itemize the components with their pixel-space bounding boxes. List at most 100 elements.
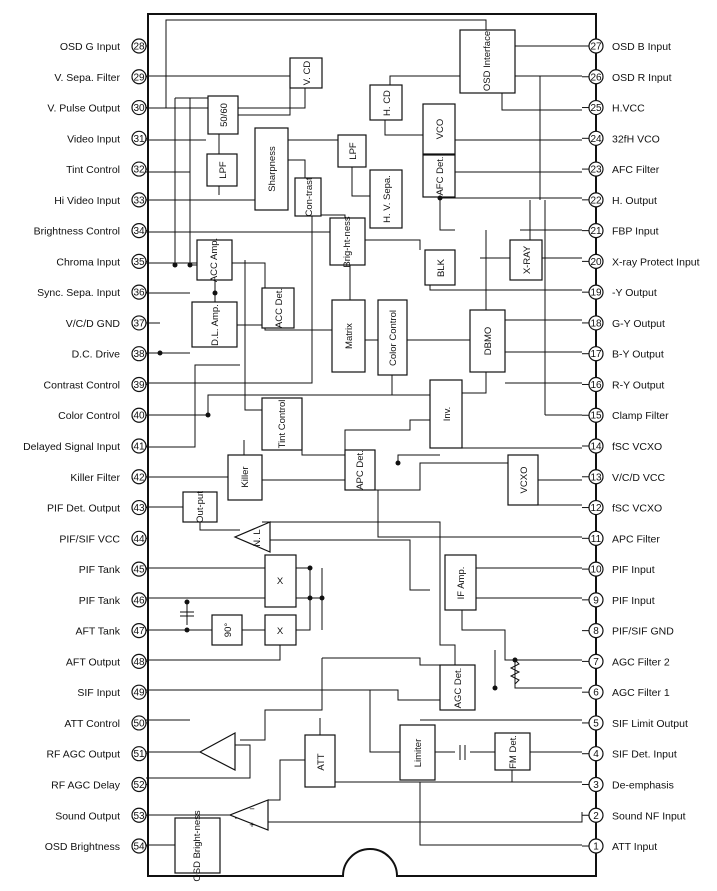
tint-control-label: Tint Control	[277, 400, 288, 449]
pin-circle	[588, 407, 604, 423]
pin-number: 43	[133, 503, 145, 514]
pin-label: ATT Control	[64, 718, 120, 730]
contrast-label: Con-trast	[304, 177, 315, 216]
if-amp-block: IF Amp.	[444, 554, 477, 611]
div-50-60-block: 50/60	[207, 95, 239, 135]
pin-circle	[588, 438, 604, 454]
osd-interface-block: OSD Interface	[459, 29, 516, 94]
pin-27: 27 OSD B Input	[582, 38, 671, 54]
limiter-label: Limiter	[413, 739, 424, 768]
pin-number: 24	[590, 134, 602, 145]
color-control-label: Color Control	[388, 310, 399, 366]
pin-label: SIF Limit Output	[612, 718, 688, 730]
pin-number: 27	[590, 42, 602, 53]
pin-30: 30V. Pulse Output	[47, 99, 148, 116]
pin-label: Sync. Sepa. Input	[37, 287, 120, 299]
att-block: ATT	[304, 734, 336, 788]
pin-number: 41	[133, 442, 145, 453]
pin-circle	[131, 161, 147, 177]
pin-number: 21	[590, 226, 602, 237]
pin-label: Killer Filter	[70, 472, 120, 484]
pin-label: AFT Tank	[75, 626, 120, 638]
pin-circle	[588, 346, 604, 362]
pin-label: PIF Tank	[79, 564, 121, 576]
pin-label: ATT Input	[612, 841, 657, 853]
pin-circle	[588, 561, 604, 577]
pin-number: 23	[590, 165, 602, 176]
pin-number: 34	[133, 226, 145, 237]
pin-number: 33	[133, 195, 145, 206]
plus-sign: +	[249, 820, 255, 831]
pin-number: 42	[133, 472, 145, 483]
pin-number: 22	[590, 195, 602, 206]
osd-interface-label: OSD Interface	[482, 31, 493, 91]
multiplier-2-block: X	[264, 614, 297, 646]
minus-sign: −	[249, 804, 255, 815]
pin-38: 38D.C. Drive	[72, 346, 148, 362]
pin-circle	[131, 592, 147, 608]
pin-number: 1	[593, 842, 599, 853]
pin-circle	[588, 530, 604, 546]
acc-det-label: ACC Det.	[274, 288, 285, 328]
matrix-block: Matrix	[331, 299, 366, 373]
h-cd-block: H. CD	[369, 84, 403, 121]
pin-circle	[131, 223, 147, 239]
pin-label: AGC Filter 1	[612, 687, 670, 699]
pin-circle	[131, 438, 147, 454]
pin-circle	[588, 376, 604, 393]
nl-label: N. L	[252, 529, 263, 546]
pin-circle	[131, 653, 147, 670]
pin-circle	[588, 776, 604, 793]
brightness-label: Brig-ht-ness	[342, 216, 353, 267]
pin-label: RF AGC Delay	[51, 779, 121, 791]
pin-circle	[588, 223, 604, 239]
pin-number: 30	[133, 103, 145, 114]
pin-number: 16	[590, 380, 602, 391]
pin-number: 45	[133, 565, 145, 576]
pin-number: 32	[133, 165, 145, 176]
pin-circle	[588, 623, 604, 639]
dl-amp-block: D.L. Amp.	[191, 301, 238, 348]
apc-det-label: APC Det.	[355, 450, 366, 490]
pin-label: Delayed Signal Input	[23, 441, 120, 453]
pin-circle	[131, 376, 147, 393]
pin-circle	[131, 838, 147, 854]
pin-number: 13	[590, 472, 602, 483]
matrix-label: Matrix	[344, 323, 355, 349]
pin-label: PIF/SIF VCC	[59, 533, 120, 545]
pin-label: RF AGC Output	[46, 749, 120, 761]
pin-number: 47	[133, 626, 145, 637]
pin-circle	[588, 161, 604, 177]
pin-label: De-emphasis	[612, 779, 674, 791]
pin-number: 26	[590, 72, 602, 83]
pin-number: 54	[133, 842, 145, 853]
pin-label: OSD G Input	[60, 41, 120, 53]
dbmo-label: DBMO	[483, 327, 494, 356]
sharpness-label: Sharpness	[267, 146, 278, 192]
pin-circle	[588, 253, 604, 269]
fm-det-label: FM Det.	[508, 735, 519, 769]
pin-label: OSD B Input	[612, 41, 671, 53]
hv-sepa-block: H. V. Sepa.	[369, 169, 403, 229]
att-label: ATT	[316, 753, 327, 770]
dbmo-block: DBMO	[469, 309, 506, 373]
pin-label: PIF Tank	[79, 595, 121, 607]
multiplier-2-label: X	[277, 626, 284, 637]
pin-45: 45 PIF Tank	[79, 561, 148, 577]
pin-number: 10	[590, 565, 602, 576]
inv-block: Inv.	[429, 379, 463, 449]
acc-det-block: ACC Det.	[261, 287, 295, 329]
